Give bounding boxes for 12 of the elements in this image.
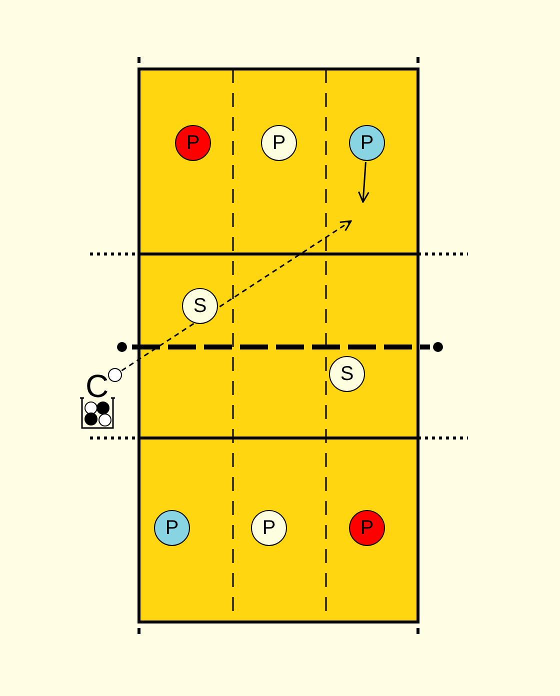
coach-label: C bbox=[83, 369, 111, 403]
ball-path-arrow bbox=[121, 220, 352, 372]
movement-arrow bbox=[358, 162, 370, 203]
player-letter: P bbox=[186, 133, 200, 153]
player-letter: S bbox=[340, 364, 354, 384]
ball-circle bbox=[108, 368, 122, 382]
player-letter: S bbox=[193, 296, 207, 316]
player-letter: P bbox=[360, 133, 374, 153]
player-letter: P bbox=[360, 518, 374, 538]
player-letter: P bbox=[165, 518, 179, 538]
player-letter: P bbox=[262, 518, 276, 538]
player-letter: P bbox=[272, 133, 286, 153]
